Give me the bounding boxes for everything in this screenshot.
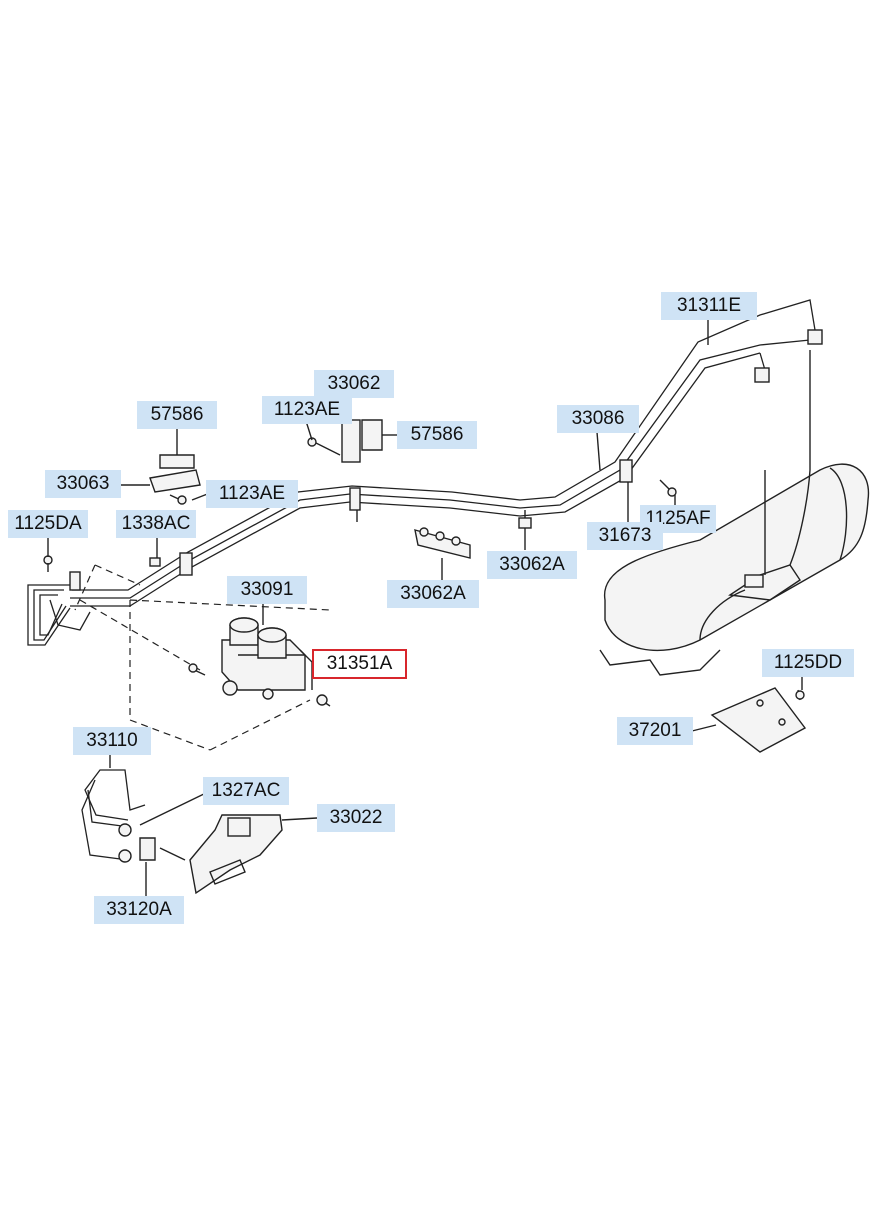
label-33086[interactable]: 33086: [557, 405, 639, 433]
label-1327AC[interactable]: 1327AC: [203, 777, 289, 805]
label-1338AC[interactable]: 1338AC: [116, 510, 196, 538]
label-33120A[interactable]: 33120A: [94, 896, 184, 924]
label-31673[interactable]: 31673: [587, 522, 663, 550]
label-31311E[interactable]: 31311E: [661, 292, 757, 320]
label-33091[interactable]: 33091: [227, 576, 307, 604]
label-1123AE-mid[interactable]: 1123AE: [206, 480, 298, 508]
label-1123AE-top[interactable]: 1123AE: [262, 396, 352, 424]
label-33110[interactable]: 33110: [73, 727, 151, 755]
label-33063[interactable]: 33063: [45, 470, 121, 498]
label-1125DD[interactable]: 1125DD: [762, 649, 854, 677]
fuel-lines: [70, 299, 823, 607]
label-31351A-highlighted[interactable]: 31351A: [312, 649, 407, 679]
left-pipe-assembly: [27, 571, 91, 646]
label-33022[interactable]: 33022: [317, 804, 395, 832]
label-33062A-left[interactable]: 33062A: [387, 580, 479, 608]
heat-shield: [710, 687, 807, 753]
label-33062[interactable]: 33062: [314, 370, 394, 398]
label-57586-right[interactable]: 57586: [397, 421, 477, 449]
label-1125DA[interactable]: 1125DA: [8, 510, 88, 538]
valve-callout-box: [74, 564, 331, 751]
label-57586-left[interactable]: 57586: [137, 401, 217, 429]
valve-block: [188, 617, 331, 707]
fuel-tank: [599, 350, 870, 676]
label-33062A-right[interactable]: 33062A: [487, 551, 577, 579]
small-parts: [43, 419, 677, 572]
label-37201[interactable]: 37201: [617, 717, 693, 745]
lower-assembly: [81, 769, 283, 895]
